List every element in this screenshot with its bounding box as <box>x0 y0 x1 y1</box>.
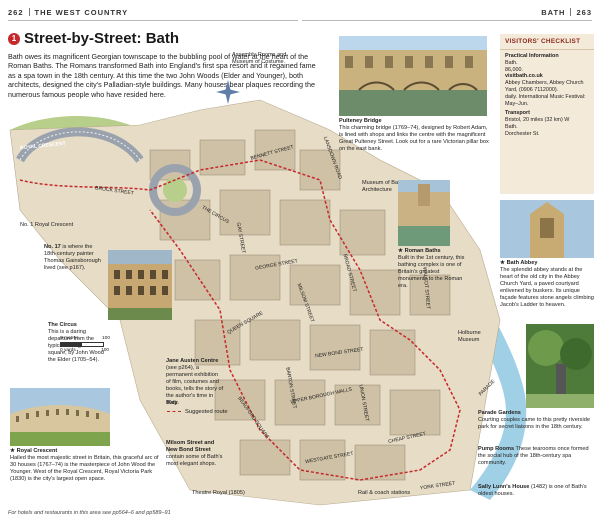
key-route-label: Suggested route <box>185 409 228 415</box>
checklist-practical-1: Bath. <box>505 59 518 66</box>
scale-metres-label: 0 metres <box>60 336 79 341</box>
callout-no1-royal-crescent: No. 1 Royal Crescent <box>20 222 74 228</box>
caption-milsom-head: Milsom Street and New Bond Street <box>166 440 215 453</box>
caption-jane-austen-head: Jane Austen Centre <box>166 358 219 364</box>
checklist-transport-head: Transport <box>505 110 530 117</box>
photo-royal-crescent <box>10 388 110 446</box>
page-title: 1 Street-by-Street: Bath <box>8 30 179 47</box>
page-footer: For hotels and restaurants in this area … <box>8 510 171 516</box>
caption-no17-head: No. 17 <box>44 244 61 250</box>
right-page-number: 263 <box>576 8 592 17</box>
checklist-practical-4: Abbey Chambers, Abbey Church Yard, (0906… <box>505 80 584 93</box>
scale-metres-value: 100 <box>102 336 111 341</box>
checklist-title: VISITORS' CHECKLIST <box>500 34 594 50</box>
caption-pump-rooms-text: These tearooms once formed the social hu… <box>478 446 589 466</box>
checklist-practical-5: daily. International Music Festival: May… <box>505 93 586 107</box>
caption-sally-lunn-head: Sally Lunn's House <box>478 484 530 490</box>
right-section-title: BATH <box>541 8 566 17</box>
key-title: Key <box>167 400 178 406</box>
caption-royal-crescent-text: Hailed the most majestic street in Brita… <box>10 455 159 482</box>
number-badge: 1 <box>8 32 20 45</box>
intro-paragraph: Bath owes its magnificent Georgian towns… <box>8 52 316 99</box>
checklist-transport: Transport Bristol, 20 miles (32 km) W Ba… <box>500 107 594 137</box>
photo-roman-baths <box>398 180 450 246</box>
checklist-practical-3[interactable]: visitbath.co.uk <box>505 73 543 80</box>
caption-pump-rooms-head: Pump Rooms <box>478 446 515 452</box>
map-key: Key Suggested route <box>167 400 228 415</box>
caption-parade-gardens-head: Parade Gardens <box>478 410 521 416</box>
caption-pulteney-text: This charming bridge (1769–74), designed… <box>339 125 489 152</box>
checklist-practical-head: Practical Information <box>505 53 559 59</box>
right-running-head: BATH 263 <box>541 8 592 17</box>
visitors-checklist: VISITORS' CHECKLIST Practical Informatio… <box>500 34 594 194</box>
checklist-transport-2: Bath. <box>505 123 518 130</box>
caption-pump-rooms: Pump Rooms These tearooms once formed th… <box>478 446 594 467</box>
caption-circus-head: The Circus <box>48 322 77 328</box>
photo-pulteney-bridge <box>339 36 487 116</box>
callout-theatre-royal: Theatre Royal (1805) <box>192 490 245 496</box>
scale-yards-label: 0 yards <box>60 348 76 353</box>
left-section-title: THE WEST COUNTRY <box>34 8 129 17</box>
caption-sally-lunn-text: (1482) is one of Bath's oldest houses. <box>478 484 587 497</box>
checklist-transport-1: Bristol, 20 miles (32 km) W <box>505 117 570 124</box>
photo-the-circus <box>108 250 172 320</box>
the-circus-ring <box>149 164 201 216</box>
caption-jane-austen-text: (see p264), a permanent exhibition of fi… <box>166 365 224 406</box>
caption-roman-baths-text: Built in the 1st century, this bathing c… <box>398 255 465 289</box>
caption-bath-abbey-text: The splendid abbey stands at the heart o… <box>500 267 594 308</box>
photo-parade-gardens <box>526 324 594 408</box>
scale-yards-value: 100 <box>101 348 110 353</box>
checklist-transport-3: Dorchester St. <box>505 130 540 137</box>
left-running-head: 262 THE WEST COUNTRY <box>8 8 128 17</box>
caption-pulteney-head: Pulteney Bridge <box>339 118 382 124</box>
caption-royal-crescent-head: ★ Royal Crescent <box>10 448 58 454</box>
suggested-route-line <box>19 159 461 481</box>
caption-milsom-text: contain some of Bath's most elegant shop… <box>166 454 223 467</box>
caption-roman-baths-head: ★ Roman Baths <box>398 248 441 254</box>
photo-bath-abbey <box>500 200 594 258</box>
caption-no17-text: is where the 18th-century painter Thomas… <box>44 244 101 271</box>
street-map-illustration <box>9 80 527 506</box>
callout-holburne: Holburne Museum <box>458 330 481 343</box>
left-page-number: 262 <box>8 8 24 17</box>
caption-parade-gardens-text: Courting couples came to this pretty riv… <box>478 417 590 430</box>
river-avon <box>470 305 527 500</box>
route-swatch <box>167 410 181 412</box>
caption-jane-austen: Jane Austen Centre(see p264), a permanen… <box>166 358 224 407</box>
north-compass-icon <box>216 80 240 104</box>
header-rule-left <box>8 20 298 21</box>
callout-assembly-rooms: Assembly Rooms and Museum of Costume <box>232 52 287 65</box>
checklist-practical: Practical Information Bath. 86,000. visi… <box>500 50 594 107</box>
header-rule-right <box>302 20 592 21</box>
caption-bath-abbey-head: ★ Bath Abbey <box>500 260 538 266</box>
caption-sally-lunn: Sally Lunn's House (1482) is one of Bath… <box>478 484 594 498</box>
page-title-text: Street-by-Street: Bath <box>24 30 180 47</box>
scale-bar: 0 metres 100 0 yards 100 <box>60 336 110 353</box>
callout-museum-architecture: Museum of Bath Architecture <box>362 180 403 193</box>
checklist-practical-2: 86,000. <box>505 66 523 73</box>
callout-rail-coach: Rail & coach stations <box>358 490 411 496</box>
caption-no17: No. 17 is where the 18th-century painter… <box>44 244 106 272</box>
